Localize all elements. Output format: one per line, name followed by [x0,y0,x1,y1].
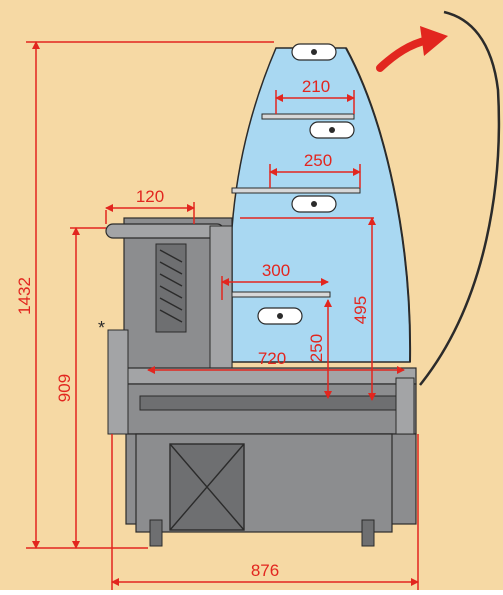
label-base-clearance: 250 [307,334,326,362]
shelf-bottom [231,291,331,298]
label-inner-height: 495 [351,296,370,324]
label-bottom-shelf-depth: 300 [262,261,290,280]
price-tag-icon [277,313,283,319]
label-top-shelf-depth: 210 [302,77,330,96]
label-display-depth: 720 [258,349,286,368]
compressor-unit [169,443,245,531]
front-glass-closed [345,47,412,363]
shelf-top [261,113,355,120]
price-tag-icon [311,201,317,207]
price-tag-icon [311,49,317,55]
label-middle-shelf-depth: 250 [304,151,332,170]
shelf-middle [231,187,361,194]
label-counter-height: 909 [55,374,74,402]
front-glass-opened [419,10,501,386]
label-worktop-depth: 120 [136,187,164,206]
curved-arrow-icon [376,26,448,72]
price-tag-icon [329,127,335,133]
label-total-height: 1432 [15,277,34,315]
asterisk-mark: * [98,318,105,338]
label-total-depth: 876 [251,561,279,580]
